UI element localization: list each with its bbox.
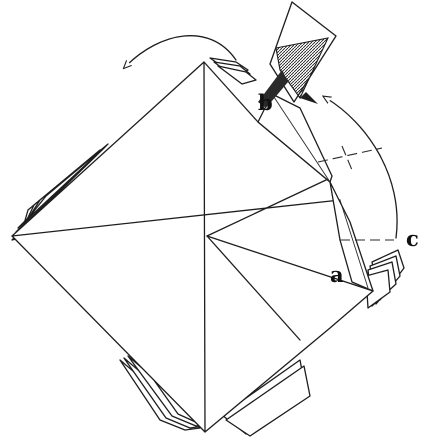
tab-hatch: [276, 38, 328, 98]
label-a: a: [330, 262, 344, 287]
label-b: b: [258, 90, 273, 115]
right-layer-stack: [366, 250, 404, 308]
label-c: c: [406, 226, 419, 251]
square-outline: [12, 62, 373, 432]
main-square: [12, 62, 373, 432]
